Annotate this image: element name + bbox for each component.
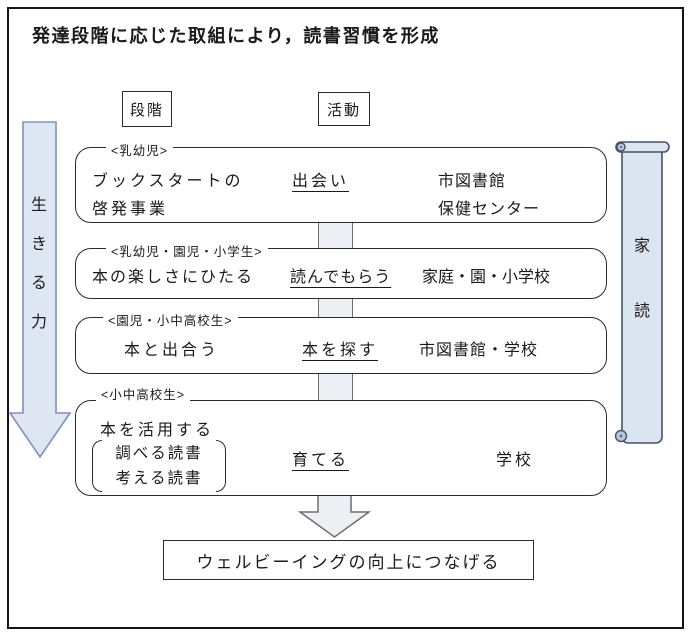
reading-type-text: 考える読書 xyxy=(115,470,203,487)
stage-label-3: <園児・小中高校生> xyxy=(103,310,238,329)
outcome-box: ウェルビーイングの向上につなげる xyxy=(163,540,534,580)
place-text: 学校 xyxy=(496,452,535,469)
approach-text: 本を活用する xyxy=(100,422,215,439)
activity-text: 出会い xyxy=(292,173,350,190)
approach-text: 啓発事業 xyxy=(92,201,169,218)
stage-header-label: 段階 xyxy=(129,101,164,119)
left-down-arrow xyxy=(8,121,72,459)
family-reading-char: 家 xyxy=(633,238,650,255)
left-arrow-char: 力 xyxy=(30,314,47,331)
stage-label-2: <乳幼児・園児・小学生> xyxy=(106,241,268,260)
reading-types-bracket: 調べる読書 考える読書 xyxy=(92,440,226,492)
reading-types-lines: 調べる読書 考える読書 xyxy=(102,440,216,492)
stage-header-box: 段階 xyxy=(122,91,172,127)
stage-label-1: <乳幼児> xyxy=(106,140,174,159)
reading-type-text: 調べる読書 xyxy=(115,445,203,462)
approach-text: 本の楽しさにひたる xyxy=(92,269,255,286)
figure-border xyxy=(7,7,684,629)
activity-text: 本を探す xyxy=(302,342,379,359)
approach-text: 本と出合う xyxy=(124,342,220,359)
family-reading-char: 読 xyxy=(633,303,650,320)
place-text: 家庭・園・小学校 xyxy=(422,269,551,286)
activity-header-label: 活動 xyxy=(326,101,361,119)
row-box-secondary xyxy=(75,400,607,496)
activity-header-box: 活動 xyxy=(318,92,370,126)
family-reading-scroll xyxy=(614,141,670,444)
approach-text: ブックスタートの xyxy=(92,173,244,190)
row-box-infant xyxy=(75,147,607,223)
left-arrow-label: 生 き る 力 xyxy=(30,191,48,332)
left-arrow-char: る xyxy=(30,275,47,292)
stage-label-4: <小中高校生> xyxy=(96,384,191,403)
left-arrow-char: 生 xyxy=(30,197,47,214)
family-reading-label: 家 読 xyxy=(632,232,652,321)
left-bracket xyxy=(92,440,102,492)
left-arrow-char: き xyxy=(30,236,47,253)
outcome-text: ウェルビーイングの向上につなげる xyxy=(196,552,501,572)
diagram-title: 発達段階に応じた取組により，読書習慣を形成 xyxy=(32,26,440,46)
place-text: 保健センター xyxy=(438,201,541,218)
activity-text: 読んでもらう xyxy=(290,269,392,286)
activity-text: 育てる xyxy=(292,452,350,469)
place-text: 市図書館 xyxy=(438,173,507,190)
right-bracket xyxy=(216,440,226,492)
place-text: 市図書館・学校 xyxy=(419,342,539,359)
